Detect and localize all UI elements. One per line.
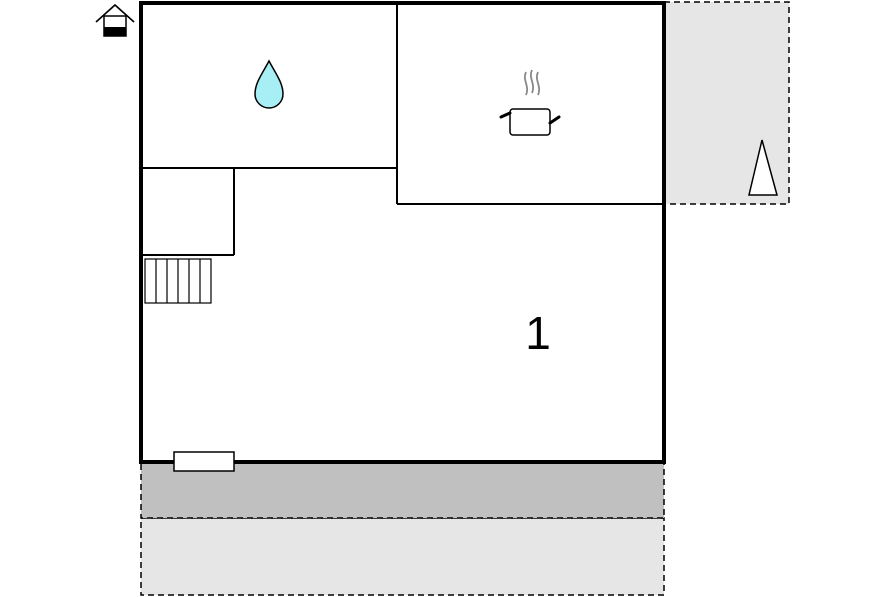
tent-icon [748, 139, 778, 196]
floor-level-icon [95, 3, 135, 37]
staircase-icon [144, 258, 212, 304]
door-icon [173, 451, 235, 472]
interior-walls [141, 3, 664, 256]
outdoor-area-bottom [140, 517, 665, 596]
water-drop-icon [254, 59, 284, 109]
exterior-wall [139, 1, 666, 464]
cooking-pot-icon [499, 69, 561, 136]
room-number-label: 1 [525, 307, 551, 359]
